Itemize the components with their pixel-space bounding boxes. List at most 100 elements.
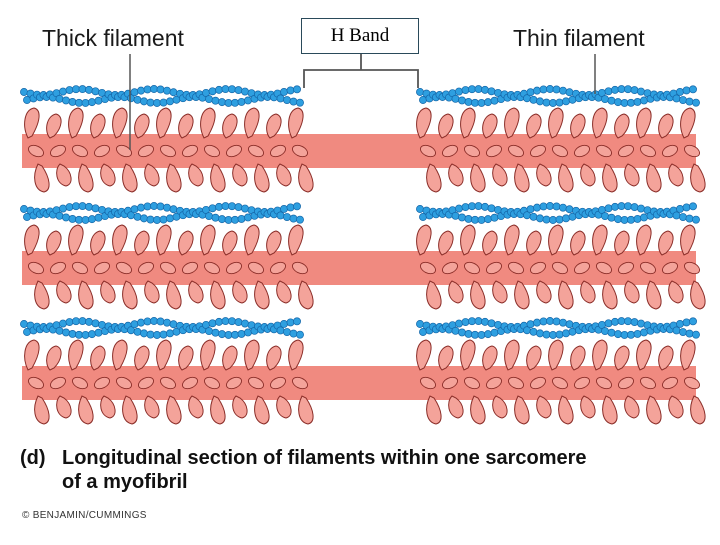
actin-bead xyxy=(565,320,574,329)
actin-bead xyxy=(211,328,220,337)
h-band-label: H Band xyxy=(301,18,419,54)
myosin-head xyxy=(181,376,199,390)
actin-bead xyxy=(286,203,295,212)
actin-bead xyxy=(218,98,226,107)
actin-bead xyxy=(679,328,687,336)
actin-bead xyxy=(692,98,700,107)
actin-bead xyxy=(205,327,213,336)
myosin-head xyxy=(93,144,111,158)
actin-bead xyxy=(471,330,479,339)
actin-bead xyxy=(562,97,570,106)
myosin-head xyxy=(536,395,552,419)
myosin-head xyxy=(668,395,684,419)
actin-bead xyxy=(477,215,486,224)
actin-bead xyxy=(692,215,700,224)
myosin-head xyxy=(269,144,287,158)
actin-bead xyxy=(604,204,613,213)
myosin-head xyxy=(122,280,138,310)
myosin-head xyxy=(34,280,50,310)
filament-row xyxy=(20,202,706,310)
actin-bead xyxy=(237,329,246,338)
myosin-head xyxy=(247,261,265,275)
actin-bead xyxy=(150,85,158,93)
myosin-head xyxy=(112,107,128,139)
actin-bead xyxy=(542,98,551,107)
actin-bead xyxy=(546,85,554,93)
myosin-head xyxy=(485,376,503,390)
actin-bead xyxy=(539,202,548,211)
actin-bead xyxy=(562,214,570,223)
myosin-head xyxy=(419,261,437,275)
actin-bead xyxy=(169,320,178,329)
myosin-head xyxy=(93,261,111,275)
myosin-head xyxy=(485,144,503,158)
thin-filament xyxy=(416,85,700,107)
actin-bead xyxy=(455,319,463,328)
myosin-head xyxy=(210,163,226,193)
myosin-head xyxy=(254,280,270,310)
actin-bead xyxy=(55,94,64,103)
actin-bead xyxy=(533,203,541,212)
actin-bead xyxy=(487,87,496,96)
actin-bead xyxy=(159,98,168,107)
actin-bead xyxy=(474,317,483,326)
actin-bead xyxy=(65,318,74,326)
actin-bead xyxy=(153,216,161,224)
myosin-head xyxy=(482,230,498,256)
actin-bead xyxy=(484,98,492,107)
myosin-head xyxy=(137,144,155,158)
myosin-head xyxy=(188,395,204,419)
actin-bead xyxy=(205,212,213,221)
actin-bead xyxy=(81,330,90,339)
actin-bead xyxy=(234,203,243,212)
actin-bead xyxy=(526,205,535,214)
myosin-head xyxy=(419,144,437,158)
myosin-head xyxy=(291,144,309,158)
myosin-head xyxy=(247,144,265,158)
myosin-head xyxy=(460,339,476,371)
thin-filament-label: Thin filament xyxy=(513,25,645,51)
actin-bead xyxy=(565,88,574,97)
actin-bead xyxy=(133,212,142,221)
myosin-heads xyxy=(24,107,706,193)
myosin-head xyxy=(100,280,116,304)
actin-bead xyxy=(552,317,561,326)
actin-bead xyxy=(536,214,544,223)
myosin-head xyxy=(49,144,67,158)
myosin-head xyxy=(210,395,226,425)
myosin-head xyxy=(46,230,62,256)
myosin-head xyxy=(507,144,525,158)
actin-bead xyxy=(419,213,427,221)
actin-bead xyxy=(296,98,304,107)
myosin-head xyxy=(298,163,314,193)
actin-bead xyxy=(20,205,28,213)
myosin-head xyxy=(514,163,530,193)
actin-bead xyxy=(676,320,684,328)
actin-bead xyxy=(296,330,304,339)
actin-bead xyxy=(88,215,96,224)
myosin-head xyxy=(56,163,72,187)
actin-bead xyxy=(676,205,684,213)
actin-bead xyxy=(208,319,217,328)
thin-filament xyxy=(20,85,304,107)
actin-bead xyxy=(555,330,564,339)
copyright-credit: © BENJAMIN/CUMMINGS xyxy=(22,510,147,521)
myosin-head xyxy=(580,163,596,187)
myosin-head xyxy=(526,113,542,139)
myosin-head xyxy=(203,144,221,158)
actin-bead xyxy=(419,328,427,336)
actin-bead xyxy=(143,85,152,94)
myosin-head xyxy=(24,107,40,139)
myosin-head xyxy=(573,144,591,158)
myosin-head xyxy=(46,345,62,371)
myosin-head xyxy=(580,395,596,419)
actin-bead xyxy=(533,318,541,327)
actin-bead xyxy=(163,318,171,327)
actin-bead xyxy=(163,86,171,95)
myosin-head xyxy=(56,280,72,304)
actin-bead xyxy=(159,330,168,339)
actin-bead xyxy=(20,320,28,328)
myosin-head xyxy=(492,163,508,187)
myosin-head xyxy=(595,144,613,158)
